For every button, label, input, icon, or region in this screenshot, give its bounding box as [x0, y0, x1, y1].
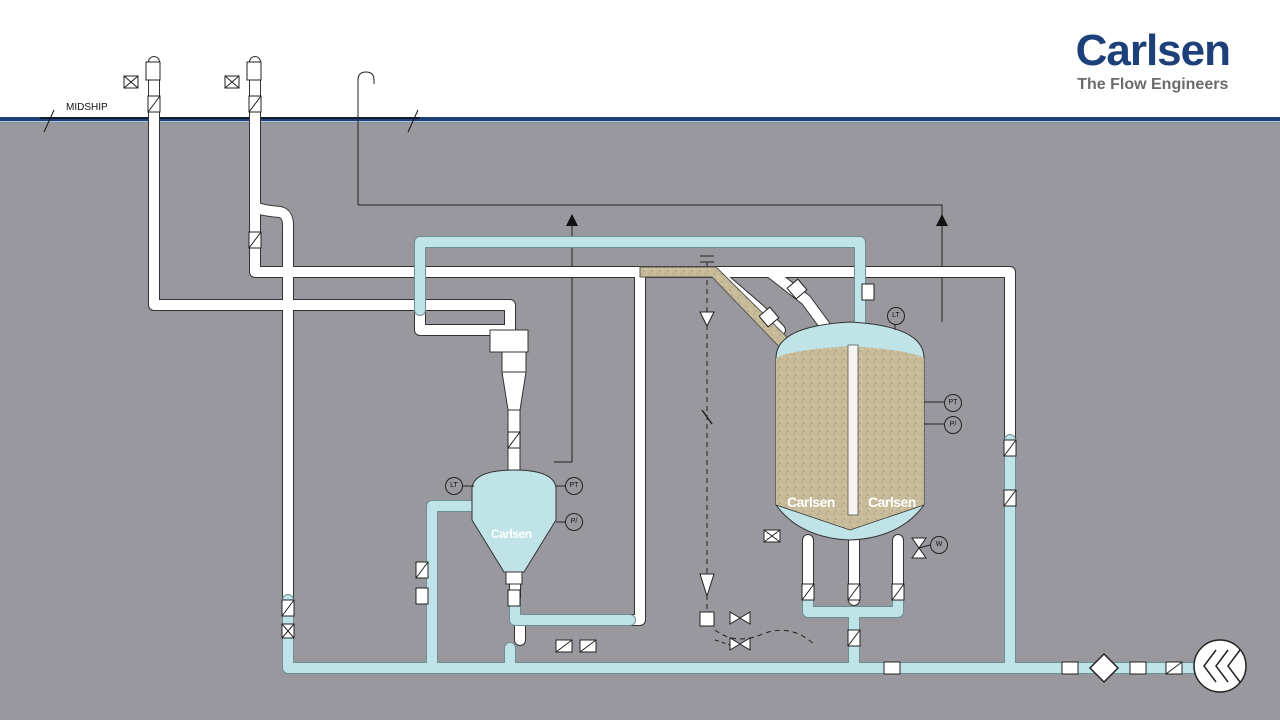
vent-head-right	[224, 61, 262, 89]
instrument-connectors	[462, 322, 944, 549]
hopper-pressure-transmitter: PT	[565, 477, 583, 495]
hopper-level-transmitter: LT	[445, 477, 463, 495]
tank-level-transmitter: LT	[887, 307, 905, 325]
hopper-watermark: Carlsen	[491, 527, 532, 541]
midship-label: MIDSHIP	[66, 102, 108, 113]
vent-hook	[357, 71, 375, 205]
signal-arrow-left	[566, 214, 578, 226]
tank-watermark-right: Carlsen	[868, 494, 916, 510]
pump	[1193, 639, 1247, 693]
brand-tagline: The Flow Engineers	[1077, 76, 1229, 93]
brand-name: Carlsen	[1075, 26, 1231, 75]
brand-logo: Carlsen The Flow Engineers	[1075, 26, 1231, 94]
hopper-tank	[471, 469, 557, 585]
hopper-pressure-switch: P/	[565, 513, 583, 531]
sky-area	[0, 0, 1280, 118]
strainer	[1088, 652, 1120, 684]
signal-arrow-right	[936, 214, 948, 226]
separation-tank	[775, 321, 925, 541]
weight-indicator: W	[930, 536, 948, 554]
tank-watermark-left: Carlsen	[787, 494, 835, 510]
waterline	[0, 117, 1280, 121]
valve-symbols	[147, 95, 1183, 675]
tank-pressure-switch: P/	[944, 416, 962, 434]
tank-pressure-transmitter: PT	[944, 394, 962, 412]
vent-head-left	[123, 61, 161, 89]
